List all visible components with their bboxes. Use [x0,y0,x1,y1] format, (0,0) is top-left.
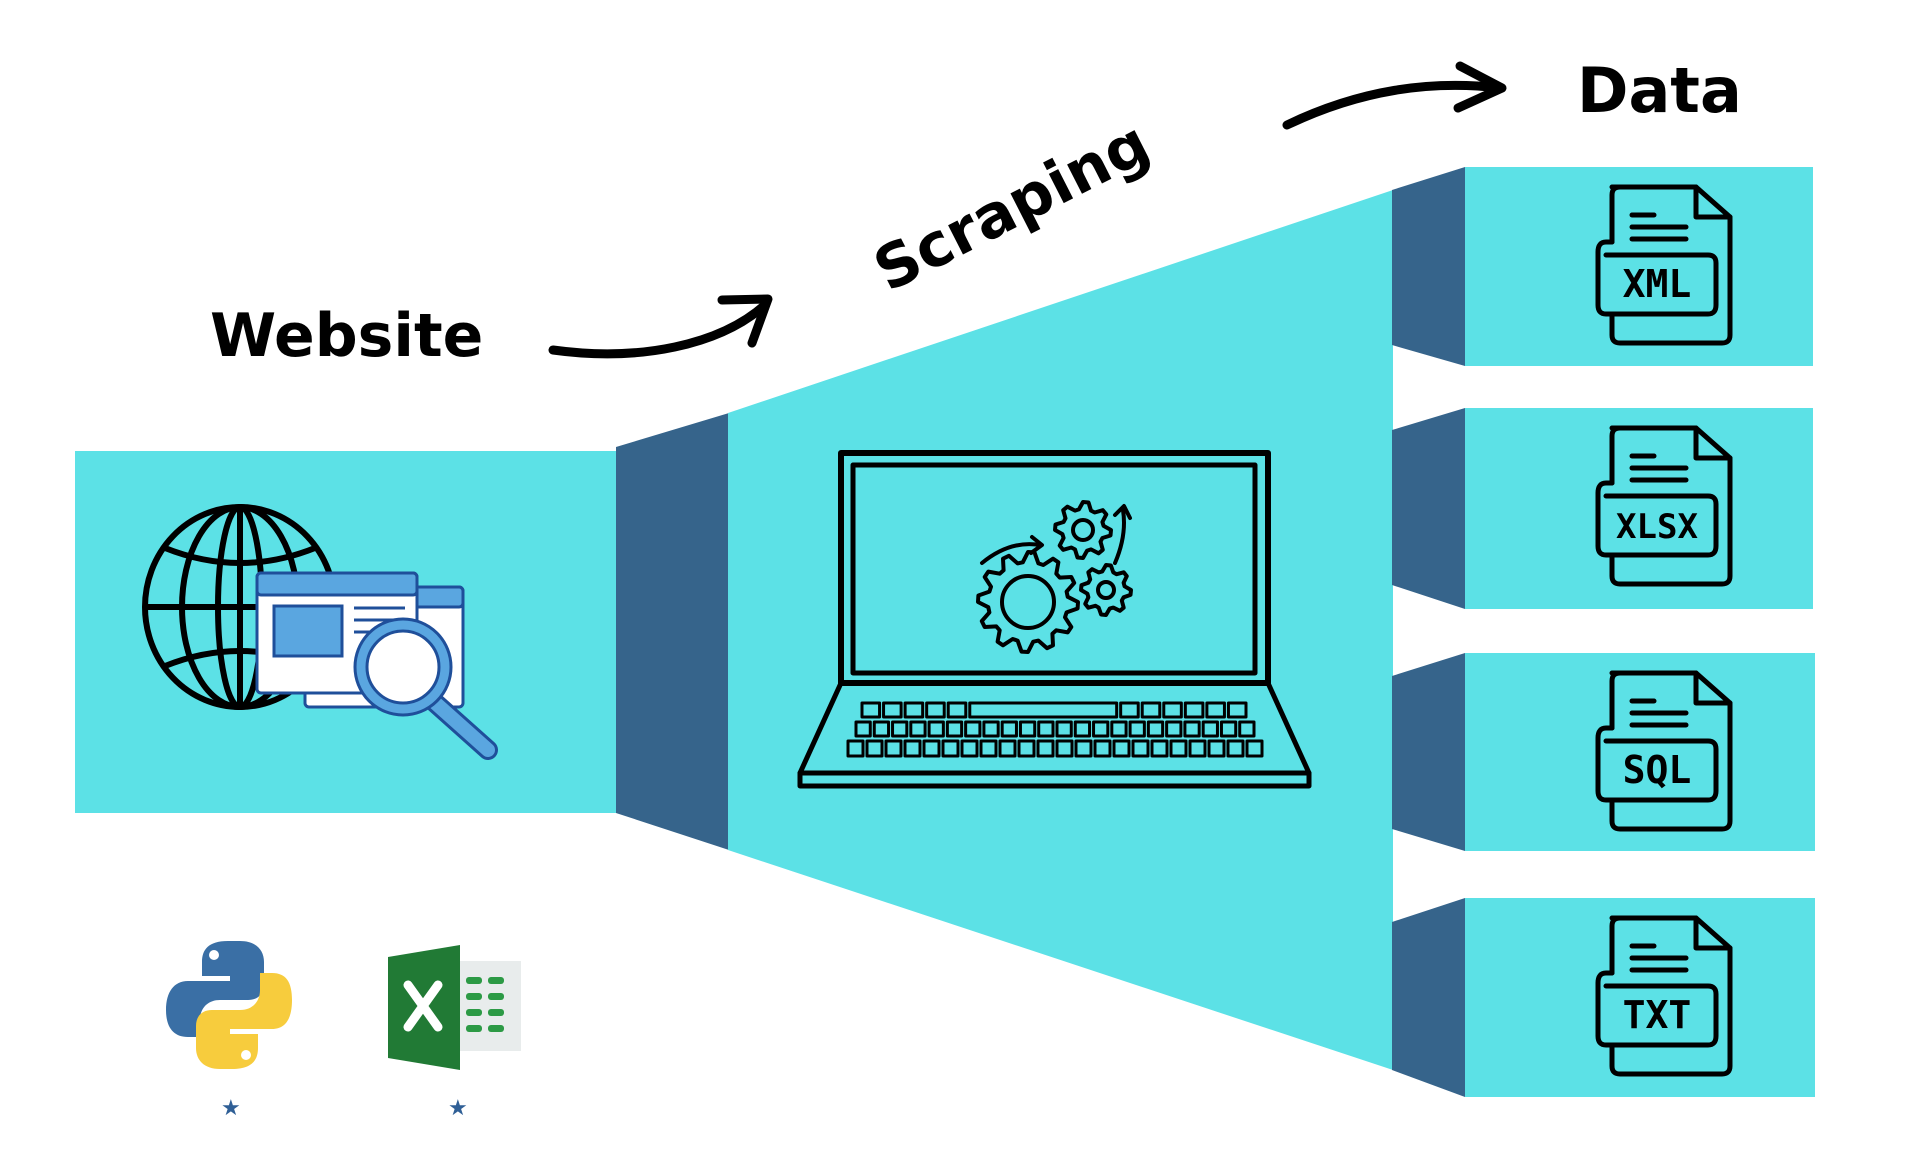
file-format-label: TXT [1623,993,1692,1037]
file-format-label: XML [1623,262,1692,306]
gear-small-bottom-icon [1079,563,1133,617]
output-panel-sql [1465,653,1815,851]
rotation-arrows-icon [980,504,1132,565]
gear-small-top-icon [1053,500,1113,560]
shade-band-xml [1392,167,1465,366]
stage-label-website: Website [210,301,484,371]
shade-band-txt [1392,898,1465,1097]
shade-band-website [616,413,729,850]
shade-band-sql [1392,653,1465,851]
file-format-label: XLSX [1616,507,1698,547]
magnifier-icon [353,617,498,760]
output-panel-xlsx [1465,408,1813,609]
output-panel-txt [1465,898,1815,1097]
arrow-website-to-scraping [548,294,773,359]
gear-large-icon [976,550,1080,654]
excel-logo-icon [388,945,521,1070]
output-panel-xml [1465,167,1813,366]
arrow-scraping-to-data [1282,61,1507,130]
sql-file-icon: SQL [1595,670,1733,832]
laptop-keyboard [846,701,1264,758]
tool-marker-excel: ★ [448,1096,468,1121]
python-logo-icon [166,941,292,1069]
output-panels [1392,167,1815,1097]
file-format-label: SQL [1623,748,1692,792]
globe-web-search-icon [142,504,498,760]
xml-file-icon: XML [1595,184,1733,346]
laptop-gears-icon [797,450,1312,789]
laptop-base-lip [797,770,1312,789]
shade-band-xlsx [1392,408,1465,609]
txt-file-icon: TXT [1595,915,1733,1077]
tool-marker-python: ★ [221,1096,241,1121]
stage-label-data: Data [1577,54,1742,127]
xlsx-file-icon: XLSX [1595,425,1733,587]
laptop-screen [850,462,1258,676]
